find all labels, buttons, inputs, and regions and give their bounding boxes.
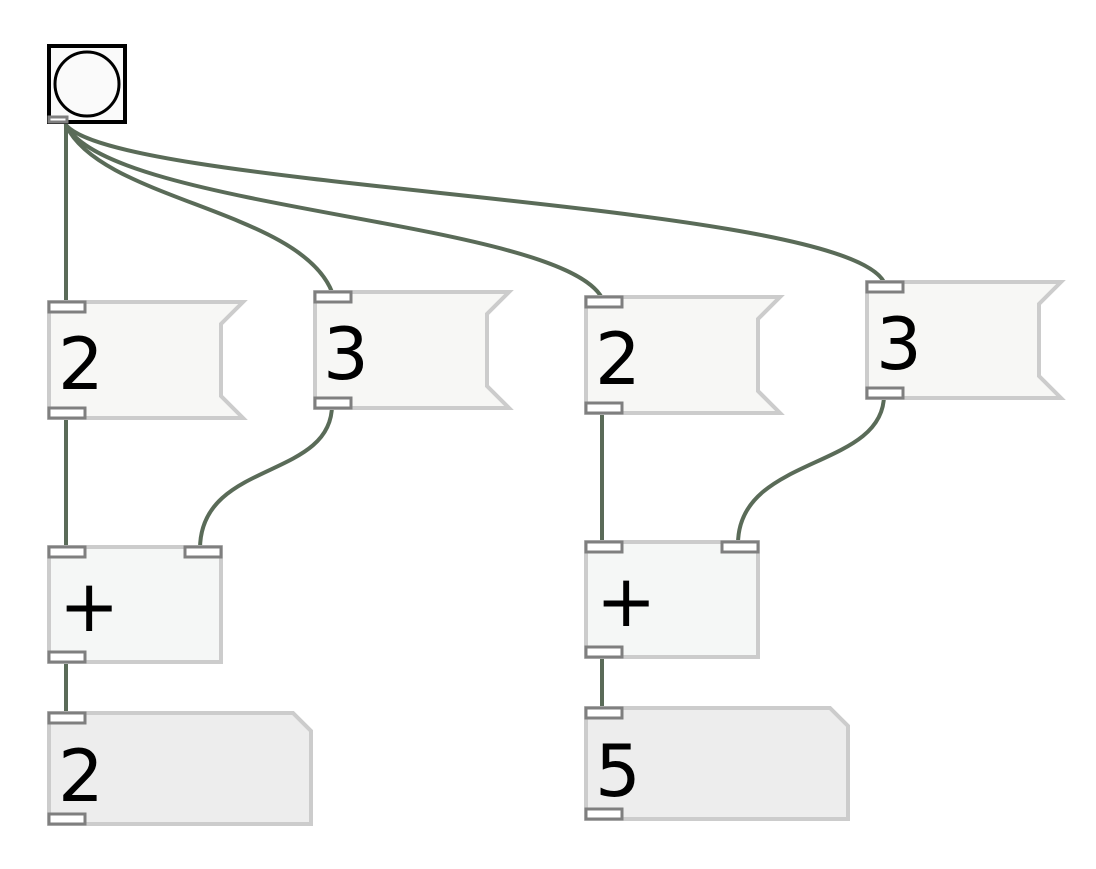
message-box-left-b-inlet[interactable] — [313, 290, 353, 304]
number-box-left-outlet[interactable] — [47, 812, 87, 826]
message-box-left-b-text: 3 — [323, 312, 369, 396]
number-box-right-inlet[interactable] — [584, 706, 624, 720]
add-object-right[interactable]: + — [584, 540, 760, 659]
cord-bang-to-msg-right-a[interactable] — [64, 123, 604, 300]
message-box-right-b-inlet[interactable] — [865, 280, 905, 294]
cord-bang-to-msg-right-b[interactable] — [64, 123, 886, 284]
add-object-left-right-inlet[interactable] — [183, 545, 223, 559]
add-object-left-left-inlet[interactable] — [47, 545, 87, 559]
message-box-left-b-outlet[interactable] — [313, 396, 353, 410]
number-box-right-outlet[interactable] — [584, 807, 624, 821]
bang[interactable] — [47, 44, 127, 124]
number-box-right-value: 5 — [595, 729, 641, 813]
message-box-right-a-outlet[interactable] — [584, 401, 624, 415]
number-box-left-value: 2 — [58, 734, 104, 818]
cord-msg-right-b-to-add-right-right[interactable] — [736, 393, 886, 546]
add-object-left-outlet[interactable] — [47, 650, 87, 664]
message-box-left-a-inlet[interactable] — [47, 300, 87, 314]
number-box-left-inlet[interactable] — [47, 711, 87, 725]
add-object-right-left-inlet[interactable] — [584, 540, 624, 554]
number-box-right-shape[interactable] — [584, 706, 850, 821]
number-box-left[interactable]: 2 — [47, 711, 313, 826]
add-object-left-text: + — [59, 564, 119, 648]
add-object-right-text: + — [596, 559, 656, 643]
add-object-right-box[interactable] — [584, 540, 760, 659]
message-box-left-a[interactable]: 2 — [47, 300, 248, 420]
add-object-left[interactable]: + — [47, 545, 223, 664]
patch-cords — [64, 123, 886, 717]
cord-msg-left-b-to-add-left-right[interactable] — [198, 403, 334, 551]
cord-bang-to-msg-left-b[interactable] — [64, 123, 334, 294]
message-box-left-a-text: 2 — [58, 322, 104, 406]
add-object-right-outlet[interactable] — [584, 645, 624, 659]
add-object-left-box[interactable] — [47, 545, 223, 664]
bang-circle-icon[interactable] — [53, 50, 121, 118]
message-box-right-a-inlet[interactable] — [584, 295, 624, 309]
number-box-right[interactable]: 5 — [584, 706, 850, 821]
message-box-right-b-outlet[interactable] — [865, 386, 905, 400]
message-box-right-b-text: 3 — [876, 302, 922, 386]
message-box-right-b[interactable]: 3 — [865, 280, 1066, 400]
bang-outlet[interactable] — [47, 115, 69, 124]
message-box-left-a-outlet[interactable] — [47, 406, 87, 420]
message-box-right-a-text: 2 — [595, 317, 641, 401]
add-object-right-right-inlet[interactable] — [720, 540, 760, 554]
message-box-left-b[interactable]: 3 — [313, 290, 514, 410]
number-box-left-shape[interactable] — [47, 711, 313, 826]
message-box-right-a[interactable]: 2 — [584, 295, 785, 415]
